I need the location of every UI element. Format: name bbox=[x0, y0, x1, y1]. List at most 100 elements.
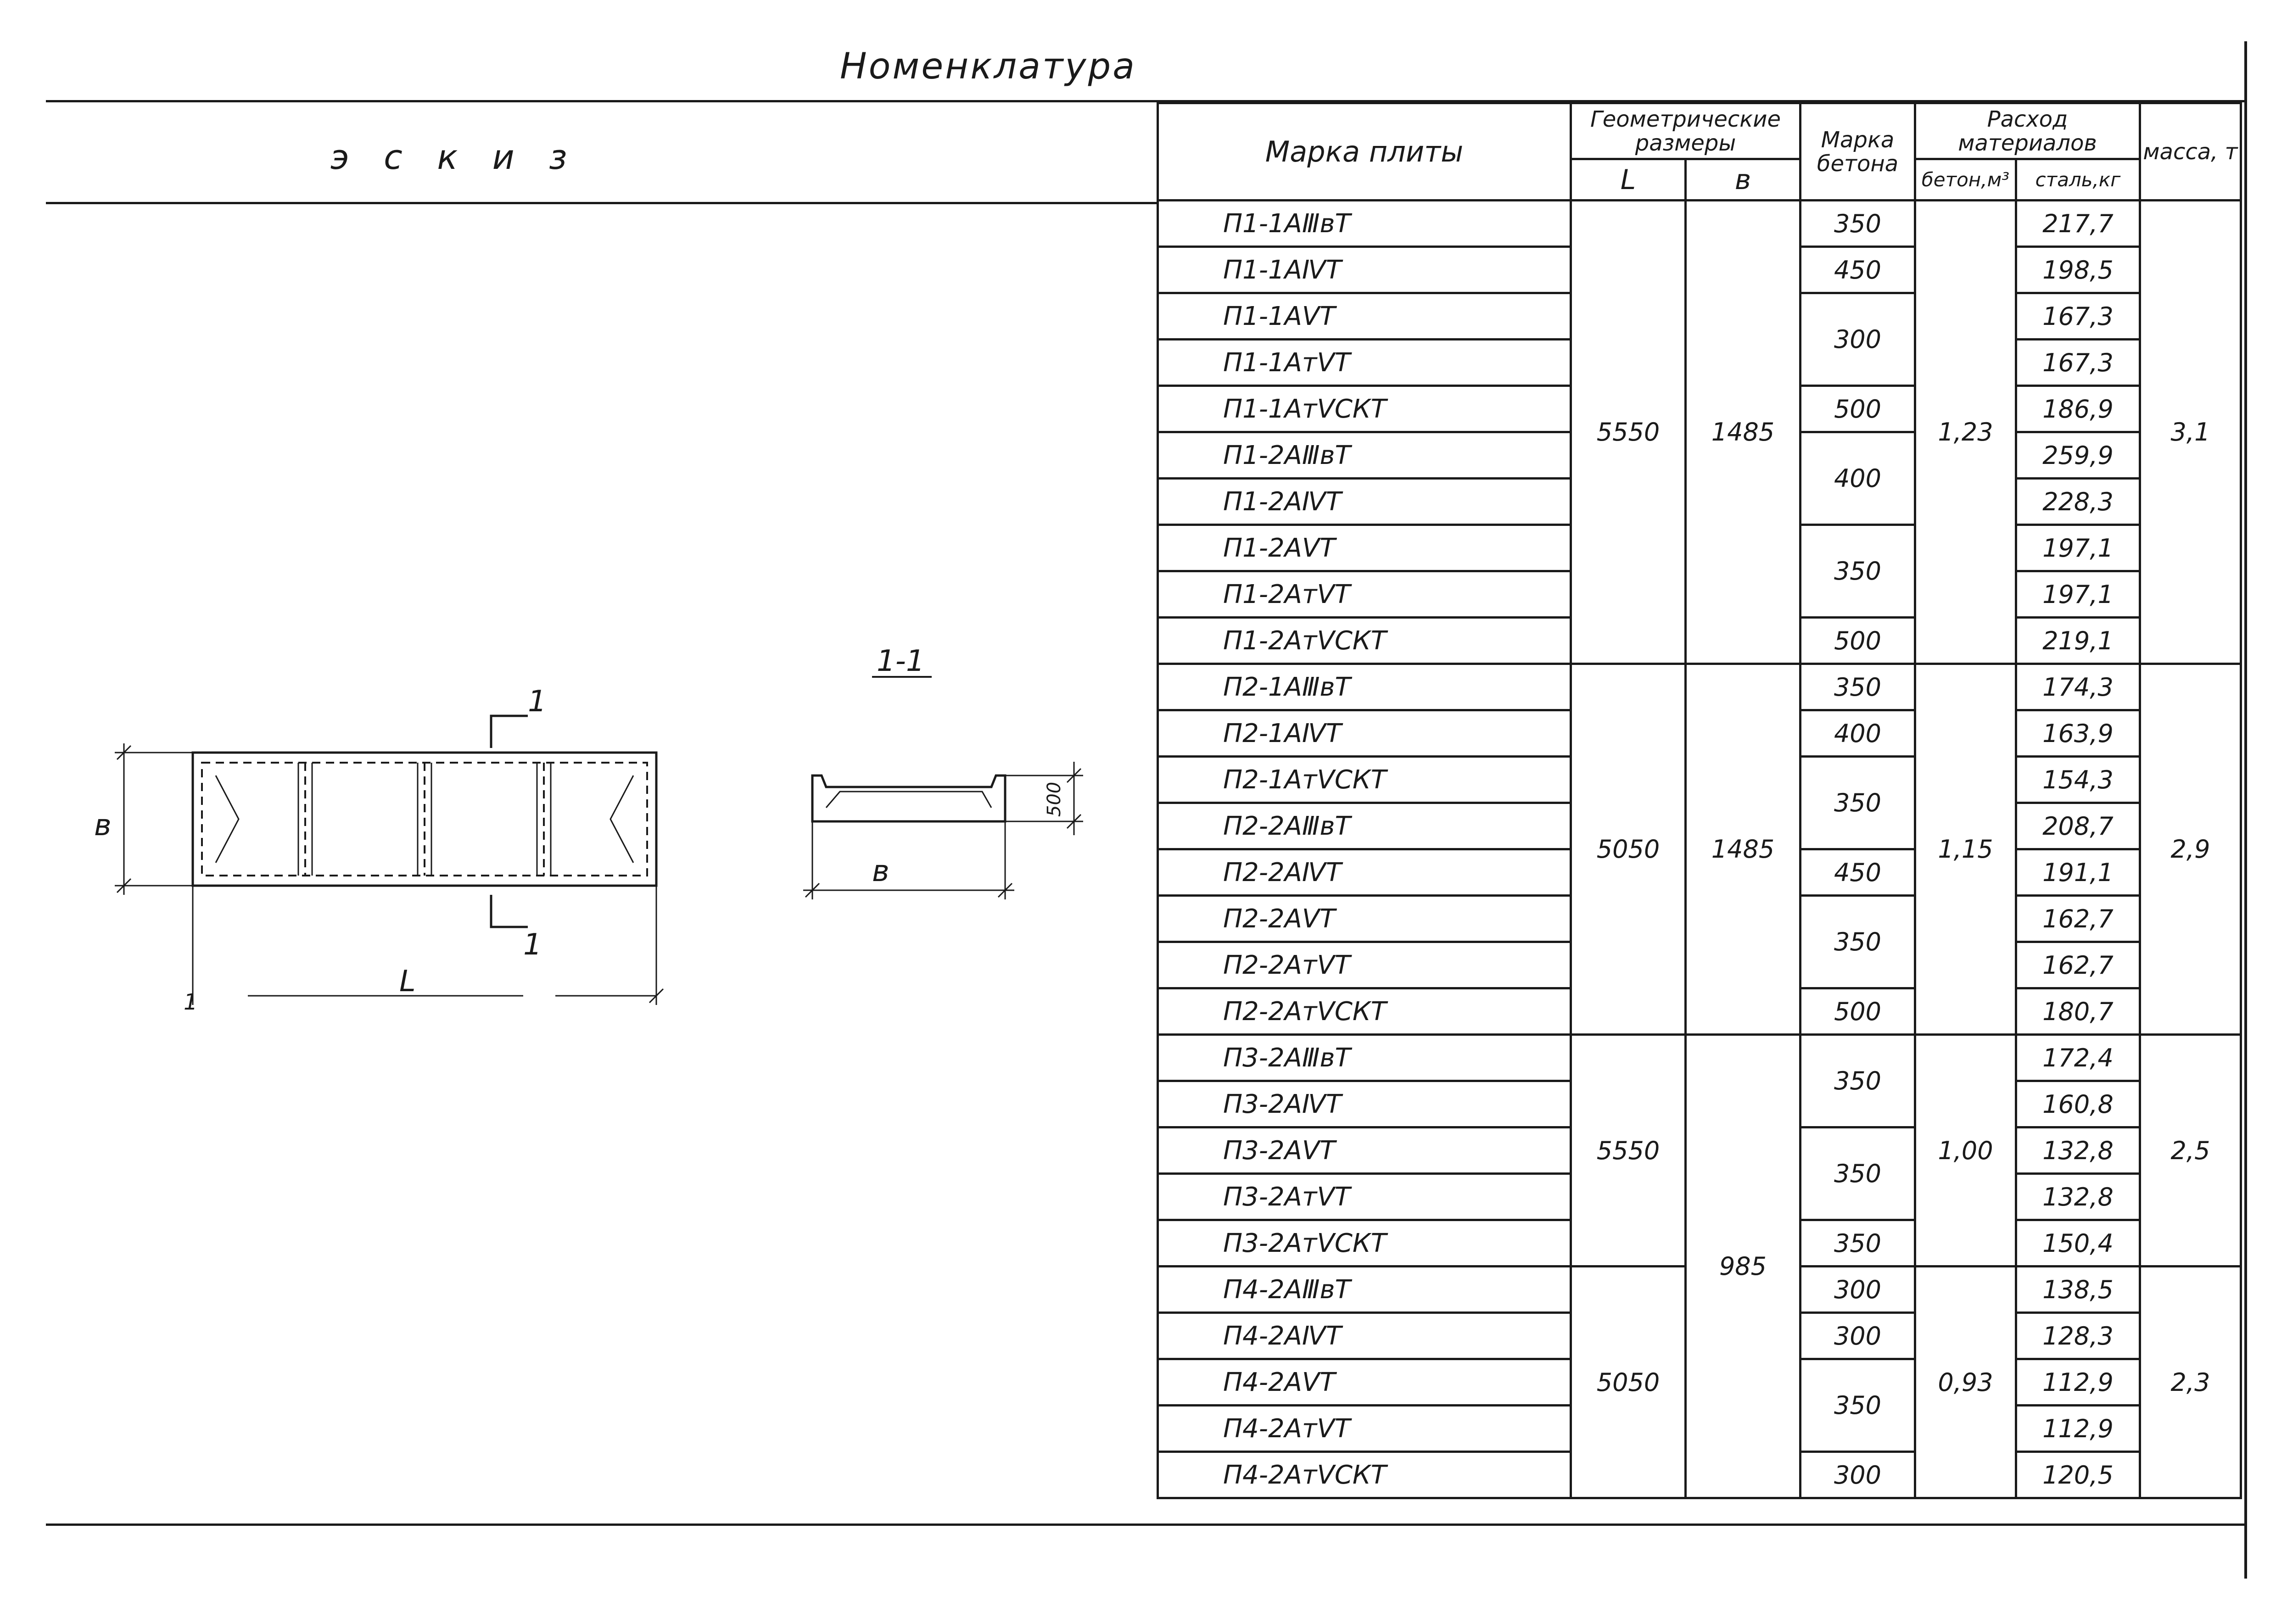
cell-mark: П1-1АтⅤТ bbox=[1157, 338, 1572, 387]
nomenclature-table-wrap: Марка плиты Геометрические размеры Марка… bbox=[1157, 102, 2242, 1499]
cell-L: 5050 bbox=[1570, 1265, 1687, 1499]
cell-grade: 400 bbox=[1799, 431, 1916, 526]
cell-steel: 167,3 bbox=[2015, 338, 2141, 387]
cell-concrete-m3: 0,93 bbox=[1914, 1265, 2017, 1499]
cell-steel: 217,7 bbox=[2015, 199, 2141, 248]
cell-mark: П3-2АⅤТ bbox=[1157, 1126, 1572, 1175]
cell-grade: 450 bbox=[1799, 848, 1916, 897]
table-row: П1-2АⅤТ 350 197,1 bbox=[1157, 524, 2241, 619]
cell-steel: 162,7 bbox=[2015, 941, 2141, 989]
cell-mass: 2,5 bbox=[2139, 1033, 2242, 1267]
cell-steel: 162,7 bbox=[2015, 894, 2141, 943]
cell-grade: 300 bbox=[1799, 1265, 1916, 1314]
cell-concrete-m3: 1,23 bbox=[1914, 199, 2017, 665]
table-row: П1-1АⅤТ 300 167,3 bbox=[1157, 292, 2241, 387]
table-row: П4-2АтⅤТ 112,9 bbox=[1157, 1404, 2241, 1453]
cell-mass: 2,3 bbox=[2139, 1265, 2242, 1499]
cell-grade: 500 bbox=[1799, 385, 1916, 433]
cell-mark: П3-2АⅣТ bbox=[1157, 1080, 1572, 1128]
table-row: П2-2АтⅤТ 162,7 bbox=[1157, 941, 2241, 989]
table-body: П1-1АⅢвТ 5550 1485 350 1,23 217,7 3,1 П1… bbox=[1157, 199, 2242, 1499]
cell-mark: П4-2АтⅤСКТ bbox=[1157, 1451, 1572, 1499]
cell-L: 5050 bbox=[1570, 663, 1687, 1036]
cell-mass: 2,9 bbox=[2139, 663, 2242, 1036]
cell-steel: 186,9 bbox=[2015, 385, 2141, 433]
cell-mark: П2-1АⅣТ bbox=[1157, 709, 1572, 758]
table-row: П2-1АⅢвТ 5050 1485 350 1,15 174,3 2,9 bbox=[1157, 663, 2242, 1036]
cell-steel: 180,7 bbox=[2015, 987, 2141, 1036]
cell-grade: 450 bbox=[1799, 246, 1916, 294]
cell-mark: П4-2АтⅤТ bbox=[1157, 1404, 1572, 1453]
cell-mark: П1-1АтⅤСКТ bbox=[1157, 385, 1572, 433]
cell-mark: П3-2АтⅤСКТ bbox=[1157, 1219, 1572, 1267]
table-row: П4-2АⅣТ 300 128,3 bbox=[1157, 1311, 2241, 1360]
cut-label-bottom: 1 bbox=[523, 928, 542, 962]
cell-grade: 350 bbox=[1799, 1033, 1916, 1128]
cell-steel: 198,5 bbox=[2015, 246, 2141, 294]
table-row: П3-2АтⅤТ 132,8 bbox=[1157, 1172, 2241, 1221]
nomenclature-table: Марка плиты Геометрические размеры Марка… bbox=[1157, 102, 2242, 1499]
cell-mark: П4-2АⅣТ bbox=[1157, 1311, 1572, 1360]
cell-mark: П2-2АтⅤСКТ bbox=[1157, 987, 1572, 1036]
table-row: П1-2АтⅤТ 197,1 bbox=[1157, 570, 2241, 619]
cell-grade: 350 bbox=[1799, 755, 1916, 850]
sketch-drawing: 1 1 L в в 1-1 1 500 bbox=[94, 644, 1083, 1015]
cell-grade: 300 bbox=[1799, 1451, 1916, 1499]
table-row: П2-1АтⅤСКТ 350 154,3 bbox=[1157, 755, 2241, 850]
cell-mark: П1-1АⅢвТ bbox=[1157, 199, 1572, 248]
section-label: 1-1 bbox=[877, 644, 925, 678]
cell-steel: 128,3 bbox=[2015, 1311, 2141, 1360]
cell-grade: 400 bbox=[1799, 709, 1916, 758]
cell-mark: П4-2АⅢвТ bbox=[1157, 1265, 1572, 1314]
table-row: П1-1АⅣТ 450 198,5 bbox=[1157, 246, 2241, 294]
table-row: П2-2АⅣТ 450 191,1 bbox=[1157, 848, 2241, 897]
cell-mass: 3,1 bbox=[2139, 199, 2242, 665]
cell-mark: П1-1АⅣТ bbox=[1157, 246, 1572, 294]
cell-B: 985 bbox=[1684, 1033, 1801, 1499]
cell-L: 5550 bbox=[1570, 1033, 1687, 1267]
cell-grade: 500 bbox=[1799, 987, 1916, 1036]
cell-mark: П1-1АⅤТ bbox=[1157, 292, 1572, 340]
cell-steel: 132,8 bbox=[2015, 1172, 2141, 1221]
cell-steel: 219,1 bbox=[2015, 616, 2141, 665]
bottom-rule bbox=[46, 1524, 2244, 1526]
document-title: Номенклатура bbox=[840, 46, 1136, 87]
dim-length-label: L bbox=[399, 965, 416, 999]
cell-mark: П1-2АтⅤСКТ bbox=[1157, 616, 1572, 665]
cell-grade: 300 bbox=[1799, 1311, 1916, 1360]
table-row: П2-2АⅢвТ 208,7 bbox=[1157, 802, 2241, 850]
table-row: П3-2АⅣТ 160,8 bbox=[1157, 1080, 2241, 1128]
cell-steel: 163,9 bbox=[2015, 709, 2141, 758]
right-frame-line bbox=[2244, 41, 2247, 1579]
table-row: П3-2АⅢвТ 5550 985 350 1,00 172,4 2,5 bbox=[1157, 1033, 2242, 1499]
cell-grade: 350 bbox=[1799, 894, 1916, 989]
table-row: П2-2АтⅤСКТ 500 180,7 bbox=[1157, 987, 2241, 1036]
slab-plan-outline bbox=[191, 751, 658, 887]
cell-mark: П3-2АⅢвТ bbox=[1157, 1033, 1572, 1082]
table-row: П1-2АⅢвТ 400 259,9 bbox=[1157, 431, 2241, 526]
cell-mark: П1-2АⅢвТ bbox=[1157, 431, 1572, 480]
cell-steel: 259,9 bbox=[2015, 431, 2141, 480]
left-mark: 1 bbox=[184, 989, 198, 1015]
table-row: П4-2АтⅤСКТ 300 120,5 bbox=[1157, 1451, 2241, 1499]
cell-steel: 197,1 bbox=[2015, 524, 2141, 572]
cell-mark: П1-2АⅤТ bbox=[1157, 524, 1572, 572]
table-row: П1-1АтⅤСКТ 500 186,9 bbox=[1157, 385, 2241, 433]
header-L: L bbox=[1570, 158, 1687, 201]
cell-steel: 208,7 bbox=[2015, 802, 2141, 850]
header-concrete-grade: Марка бетона bbox=[1799, 102, 1916, 201]
cell-mark: П3-2АтⅤТ bbox=[1157, 1172, 1572, 1221]
cell-steel: 132,8 bbox=[2015, 1126, 2141, 1175]
table-row: П4-2АⅤТ 350 112,9 bbox=[1157, 1358, 2241, 1453]
cell-steel: 197,1 bbox=[2015, 570, 2141, 619]
cell-concrete-m3: 1,15 bbox=[1914, 663, 2017, 1036]
table-row: П2-2АⅤТ 350 162,7 bbox=[1157, 894, 2241, 989]
slab-section-outline bbox=[811, 774, 1007, 823]
cell-mark: П2-2АⅤТ bbox=[1157, 894, 1572, 943]
cell-B: 1485 bbox=[1684, 199, 1801, 665]
table-row: П1-1АтⅤТ 167,3 bbox=[1157, 338, 2241, 387]
cell-L: 5550 bbox=[1570, 199, 1687, 665]
dim-width-section-label: в bbox=[872, 854, 889, 888]
table-row: П1-2АⅣТ 228,3 bbox=[1157, 477, 2241, 526]
